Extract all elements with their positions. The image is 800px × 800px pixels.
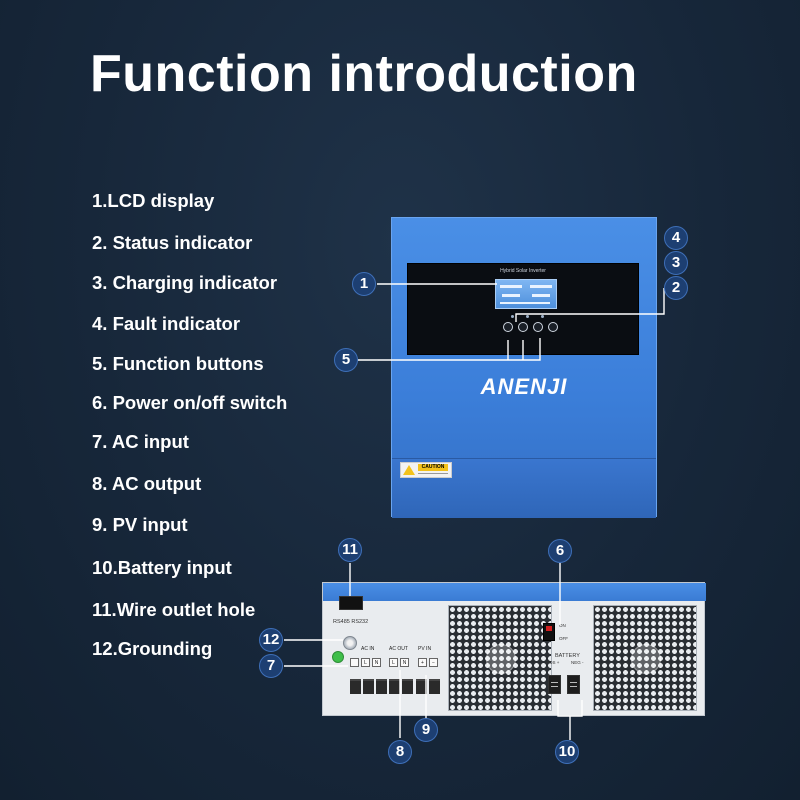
- terminal-block: [402, 679, 413, 694]
- ac-out-n-terminal: N: [400, 658, 409, 667]
- battery-pos-terminal: [548, 675, 561, 694]
- ac-out-l-terminal: L: [389, 658, 398, 667]
- callout-3: 3: [664, 251, 688, 275]
- ac-in-n-terminal: N: [372, 658, 381, 667]
- callout-1: 1: [352, 272, 376, 296]
- terminal-block: [429, 679, 440, 694]
- brand-logo: ANENJI: [480, 374, 568, 399]
- feature-fault-indicator: 4. Fault indicator: [92, 313, 241, 334]
- callout-5: 5: [334, 348, 358, 372]
- power-switch[interactable]: [543, 623, 555, 641]
- ac-in-ground-terminal: [350, 658, 359, 667]
- battery-neg-terminal: [567, 675, 580, 694]
- esc-button[interactable]: [503, 322, 513, 332]
- callout-7: 7: [259, 654, 283, 678]
- feature-ac-output: 8. AC output: [92, 473, 202, 494]
- feature-wire-outlet: 11.Wire outlet hole: [92, 599, 256, 620]
- fault-indicator-led: [541, 315, 544, 318]
- switch-off-label: OFF: [559, 636, 568, 641]
- terminal-block: [363, 679, 374, 694]
- feature-battery-input: 10.Battery input: [92, 557, 232, 578]
- lcd-display: [495, 279, 557, 309]
- ground-symbol-icon: [332, 651, 344, 663]
- pv-in-minus-terminal: −: [429, 658, 438, 667]
- enter-button[interactable]: [548, 322, 558, 332]
- down-button[interactable]: [533, 322, 543, 332]
- control-panel: Hybrid Solar Inverter: [407, 263, 639, 355]
- ac-in-l-terminal: L: [361, 658, 370, 667]
- feature-ac-input: 7. AC input: [92, 431, 189, 452]
- terminal-block: [389, 679, 400, 694]
- inverter-front: Hybrid Solar Inverter ANENJI CAUTION: [391, 217, 657, 518]
- up-button[interactable]: [518, 322, 528, 332]
- warning-icon: [403, 465, 415, 475]
- cooling-fan-left: [448, 605, 552, 711]
- feature-function-buttons: 5. Function buttons: [92, 353, 264, 374]
- callout-2: 2: [664, 276, 688, 300]
- callout-12: 12: [259, 628, 283, 652]
- callout-4: 4: [664, 226, 688, 250]
- callout-11: 11: [338, 538, 362, 562]
- inverter-bottom: RS485 RS232 AC IN AC OUT PV IN L N L N +…: [322, 582, 706, 716]
- feature-lcd-display: 1.LCD display: [92, 190, 215, 211]
- wire-outlet-hole: [339, 596, 363, 610]
- feature-pv-input: 9. PV input: [92, 514, 188, 535]
- caution-text: CAUTION: [418, 464, 448, 471]
- ac-in-label: AC IN: [361, 646, 375, 652]
- feature-power-switch: 6. Power on/off switch: [92, 392, 288, 413]
- switch-on-label: ON: [559, 623, 566, 628]
- callout-8: 8: [388, 740, 412, 764]
- cooling-fan-right: [593, 605, 697, 711]
- feature-charging-indicator: 3. Charging indicator: [92, 272, 278, 293]
- battery-neg-label: NEG -: [571, 660, 584, 665]
- ac-out-label: AC OUT: [389, 646, 408, 652]
- status-indicator-led: [511, 315, 514, 318]
- feature-status-indicator: 2. Status indicator: [92, 232, 253, 253]
- battery-label: BATTERY: [555, 653, 580, 659]
- panel-label: Hybrid Solar Inverter: [500, 268, 546, 274]
- pv-in-label: PV IN: [418, 646, 432, 652]
- charging-indicator-led: [526, 315, 529, 318]
- battery-pos-label: POS +: [546, 660, 560, 665]
- terminal-block: [416, 679, 427, 694]
- terminal-block: [350, 679, 361, 694]
- outlet-label: RS485 RS232: [333, 619, 369, 625]
- callout-6: 6: [548, 539, 572, 563]
- feature-grounding: 12.Grounding: [92, 638, 213, 659]
- terminal-block: [376, 679, 387, 694]
- callout-10: 10: [555, 740, 579, 764]
- callout-9: 9: [414, 718, 438, 742]
- grounding-screw: [343, 636, 357, 650]
- page-title: Function introduction: [90, 45, 638, 103]
- caution-label: CAUTION: [400, 462, 452, 478]
- bottom-blue-band: [323, 583, 706, 601]
- pv-in-plus-terminal: +: [418, 658, 427, 667]
